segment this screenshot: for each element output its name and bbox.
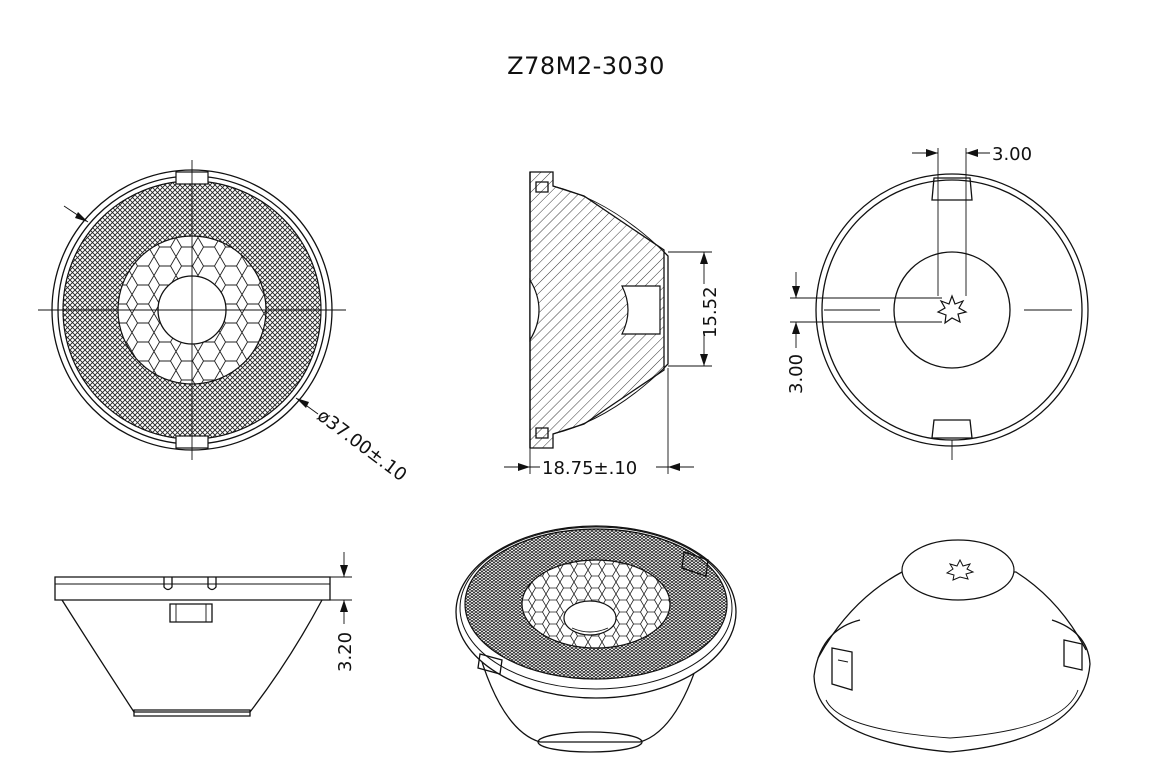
slot-width-top-dimension: 3.00 bbox=[992, 144, 1032, 165]
height-dimension: 18.75±.10 bbox=[542, 458, 637, 479]
front-view bbox=[38, 160, 346, 460]
section-view bbox=[504, 171, 712, 474]
flange-thickness-dimension: 3.20 bbox=[335, 632, 356, 672]
star-socket-icon bbox=[936, 294, 968, 325]
isometric-back-view bbox=[813, 539, 1091, 753]
diameter-dimension: ø37.00±.10 bbox=[313, 405, 411, 486]
back-view bbox=[790, 148, 1089, 460]
isometric-front-view bbox=[455, 525, 737, 753]
side-view bbox=[54, 552, 352, 717]
drawing-title: Z78M2-3030 bbox=[507, 52, 665, 80]
slot-width-side-dimension: 3.00 bbox=[786, 354, 807, 394]
star-socket-persp-icon bbox=[945, 558, 975, 581]
inner-height-dimension: 15.52 bbox=[700, 286, 721, 338]
